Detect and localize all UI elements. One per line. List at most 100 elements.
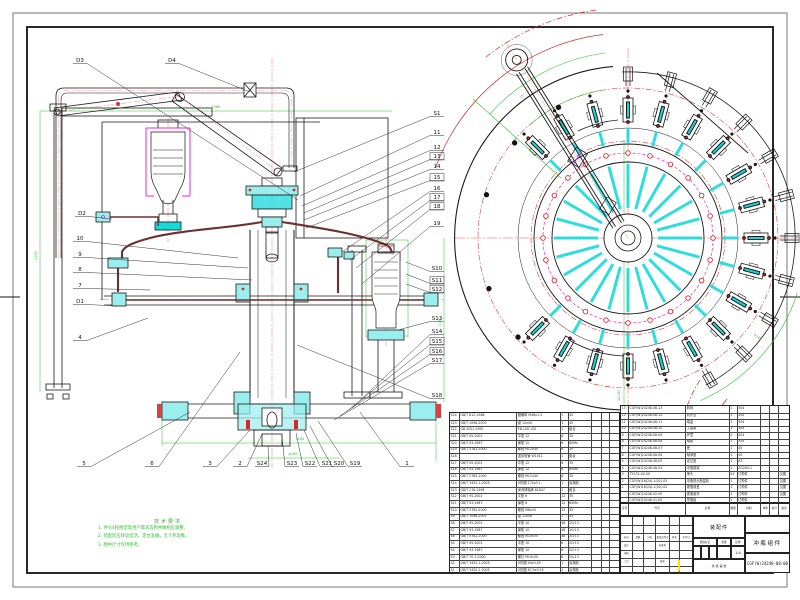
callout-label: S16 — [432, 349, 443, 355]
bom-cell: 304 — [738, 439, 762, 446]
bom-cell: S8 — [450, 521, 460, 527]
bom-cell: 12 — [561, 507, 569, 514]
bom-cell — [770, 413, 780, 420]
bom-cell: 1 — [561, 454, 569, 460]
bom-cell: GB/T 3452.1-2005 — [460, 481, 518, 487]
bom-cell: 深沟球轴承 61847 — [517, 487, 561, 494]
sig-cell — [633, 566, 645, 574]
bom-cell: 6 — [561, 460, 569, 467]
bom-cell — [610, 528, 619, 534]
bom-cell: 组合 — [569, 454, 593, 460]
bom-cell: CGF(W)24248-08-11 — [629, 420, 687, 426]
bom-cell: S23 — [450, 420, 460, 427]
bom-cell — [602, 447, 611, 454]
bom-cell — [610, 535, 619, 541]
bom-cell — [602, 487, 611, 494]
bom-cell: 2 — [621, 478, 629, 485]
drawing-number-cell: CGF(W)24248-08-00 — [745, 553, 790, 573]
part-name-cell: 冲瓶组件 — [745, 533, 790, 553]
bom-cell: 6 — [561, 474, 569, 481]
bom-cell — [592, 420, 603, 427]
callout-label: S20 — [334, 461, 345, 467]
callout-label: 16 — [434, 186, 441, 192]
sig-cell — [680, 542, 692, 549]
bom-cell: 见图 — [779, 472, 787, 477]
bom-cell: 弹垫 10 — [517, 548, 561, 554]
bom-cell: 冲瓶拨架 — [686, 465, 730, 472]
bom-cell: GB/T 1096-2003 — [460, 420, 518, 427]
bom-cell: 1 — [730, 433, 738, 439]
sig-cell: 年月日 — [682, 535, 690, 539]
callout-label: S18 — [432, 393, 443, 399]
bom-cell: 304 — [738, 426, 762, 433]
bom-cell: 见图 — [779, 478, 787, 483]
bom-cell — [602, 434, 611, 440]
callout-label: 11 — [434, 130, 441, 136]
bom-cell — [761, 485, 771, 491]
bom-cell: 波纹软管 W1011 — [517, 454, 561, 460]
callout-label: S1 — [434, 111, 441, 117]
bom-cell — [770, 452, 780, 459]
sig-cell — [680, 517, 692, 525]
bom-cell: 导瓶板 — [686, 498, 730, 504]
bom-cell: 304 — [738, 433, 762, 439]
sig-cell: 审核 — [621, 550, 633, 558]
swing-arm — [53, 91, 283, 177]
bom-cell: S11 — [450, 501, 460, 507]
bom-cell: O形圈 87.5x3.55 — [517, 568, 561, 574]
bom-cell: 工装架 — [686, 426, 730, 433]
sig-cell — [644, 566, 657, 574]
bom-cell: FB-100-120 — [517, 427, 561, 434]
sig-row: 工艺批准 — [621, 557, 692, 566]
bom-cell: 6 — [561, 541, 569, 548]
base-spider — [157, 391, 441, 447]
bom-cell — [592, 568, 603, 574]
stage-cell-1 — [693, 546, 701, 559]
bom-cell — [592, 467, 603, 474]
bom-cell: S4 — [450, 548, 460, 554]
bom-cell: 1 — [621, 485, 629, 491]
callout-label: 6 — [150, 461, 154, 467]
sig-cell — [644, 542, 657, 550]
bom-cell: S22 — [450, 427, 460, 434]
callout-label: D3 — [76, 58, 84, 64]
bom-cell — [761, 413, 771, 420]
bom-cell: 1 — [730, 459, 738, 465]
rotary-stations — [483, 66, 800, 389]
bom-cell — [610, 521, 619, 527]
bom-cell: 11 — [621, 420, 629, 426]
bom-cell: 圆螺母 M48x1.5 — [517, 413, 561, 420]
stage-cell-2 — [701, 546, 709, 559]
bom-cell — [761, 452, 771, 459]
bom-cell: 冲瓶进出瓶星轮 — [686, 478, 730, 485]
sig-cell — [656, 526, 670, 534]
bom-cell — [602, 521, 611, 527]
station-gripper — [620, 97, 636, 123]
bom-cell: 35 — [569, 460, 593, 467]
callout-label: S17 — [432, 358, 443, 364]
bom-cell: 键 12x49 — [517, 420, 561, 427]
bom-cell — [779, 453, 789, 459]
scale-value-cell: 1:4 — [731, 546, 745, 559]
bom-cell: O形圈 90x3.55 — [517, 561, 561, 568]
bom-cell: GB/T 93-1987 — [460, 548, 518, 554]
bom-cell: CGF(W)24248-08-06 — [629, 452, 687, 459]
bom-cell: 1 — [561, 487, 569, 494]
weight-label: 重量 — [717, 538, 731, 546]
sig-cell: 工艺 — [621, 558, 633, 566]
callout-label: S11 — [432, 278, 443, 284]
bom-cell: S7 — [450, 527, 460, 534]
callout-label: 1 — [405, 461, 409, 467]
sig-cell — [670, 526, 681, 534]
callout-label: S14 — [432, 329, 443, 335]
